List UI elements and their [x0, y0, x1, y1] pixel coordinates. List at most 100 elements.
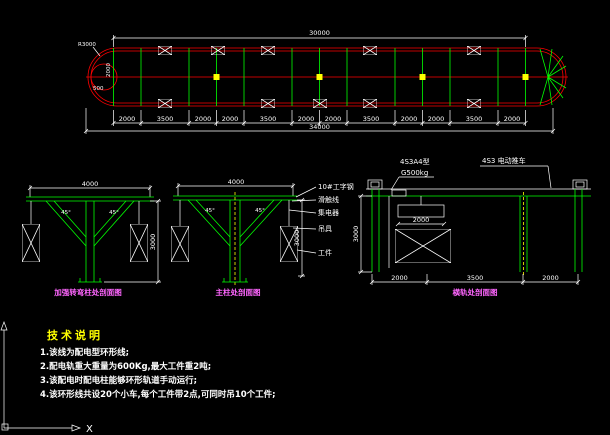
callout-label: 吊具: [318, 225, 332, 233]
section-turn-column: 4000 3000 45° 45° 加强转弯柱处剖面图: [22, 180, 161, 297]
column-cap: [367, 179, 383, 190]
segment-dim-label: 2000: [325, 115, 342, 123]
hoist-width-label: 2000: [413, 216, 430, 224]
dimension-extensions: [111, 110, 528, 126]
workpiece-box-icon: [130, 224, 148, 262]
brace-angle-label: 45°: [205, 208, 215, 214]
end-offset-label: 500: [93, 86, 104, 92]
hoist-body: [397, 204, 445, 218]
turn-fan-lines: [539, 48, 567, 106]
brace-angle-label: 45°: [61, 210, 71, 216]
segment-dim-label: 2000: [401, 115, 418, 123]
callout-label: 工件: [318, 248, 332, 257]
column-cap: [370, 181, 380, 188]
section-caption: 横轨处剖面图: [453, 287, 498, 297]
plan-view: R3000 2000 500 30000 2000 3500 2000 2000…: [78, 29, 568, 134]
height-dim-label: 3000: [352, 226, 360, 243]
span-dim-label: 2000: [391, 274, 408, 282]
turn-circle: [90, 63, 118, 91]
track-outline: [87, 47, 567, 107]
dimension-extensions: [358, 193, 372, 275]
dimension-extensions: [175, 183, 296, 196]
hangers: [179, 200, 290, 226]
radius-leader: [92, 46, 101, 57]
segment-dim-label: 3500: [466, 115, 483, 123]
width-dim-label: 4000: [82, 180, 99, 188]
main-column-marker: [522, 74, 529, 80]
x-axis-arrow-icon: [71, 424, 81, 432]
workpiece-box-icon: [22, 224, 40, 262]
segment-dim-label: 3500: [260, 115, 277, 123]
drive-label: 4S3 电动推车: [482, 156, 526, 165]
main-column-marker: [316, 74, 323, 80]
workpiece-box-icon: [261, 99, 275, 108]
column-middle: [519, 196, 528, 272]
dimension-extensions: [369, 274, 581, 285]
workpiece-box-icon: [261, 46, 275, 55]
callout-label: 滑触线: [318, 195, 339, 204]
drive-label-leader: [480, 165, 552, 189]
section-caption: 加强转弯柱处剖面图: [53, 287, 122, 297]
section-main-column: 4000 3000 45° 45° 10#工字钢 滑触线 集电器 吊具 工件 主…: [171, 178, 354, 297]
callout-label: 集电器: [318, 208, 339, 217]
segment-dim-label: 2000: [119, 115, 136, 123]
braces: [187, 199, 283, 247]
workpiece-box-icon: [158, 46, 172, 55]
column: [85, 201, 95, 282]
segment-dim-label: 2000: [428, 115, 445, 123]
dimension-extensions: [395, 221, 447, 227]
brace-angle-label: 45°: [109, 210, 119, 216]
height-dim-label: 3000: [149, 234, 157, 251]
workpiece-box-icon: [171, 226, 189, 262]
column-base: [222, 278, 248, 283]
note-item: 3.该配电时配电柱能够环形轨道手动运行;: [40, 375, 197, 386]
radius-label: R3000: [78, 42, 96, 48]
note-item: 1.该线为配电型环形线;: [40, 347, 129, 358]
column-right: [574, 189, 583, 272]
height-dim-label: 3000: [293, 230, 301, 247]
section-cross-rail: 4S3A4型 G500kg 4S3 电动推车 2000 3000 2000 35…: [352, 156, 591, 297]
workpiece-box-icon: [158, 99, 172, 108]
workpiece-box-icon: [363, 99, 377, 108]
ucs-origin-box: [1, 423, 9, 431]
workpiece-box-icon: [395, 229, 451, 263]
main-column-marker: [213, 74, 220, 80]
hoist-model-label: 4S3A4型: [400, 157, 430, 166]
column-cap: [572, 179, 588, 190]
main-column-marker: [419, 74, 426, 80]
workpiece-box-icon: [467, 99, 481, 108]
total-length-label: 34000: [309, 123, 330, 131]
note-item: 2.配电轨重大重量为600Kg,最大工件重2吨;: [40, 361, 211, 372]
segment-dim-label: 3500: [157, 115, 174, 123]
section-caption: 主柱处剖面图: [216, 287, 261, 297]
workpiece-box-icon: [211, 46, 225, 55]
dimension-extensions: [297, 197, 305, 279]
note-item: 4.该环形线共设20个小车,每个工件带2点,可同时吊10个工件;: [40, 389, 276, 400]
x-axis-label: X: [86, 424, 93, 435]
dimension-extensions: [83, 108, 556, 134]
track-outline-inner: [90, 50, 564, 104]
technical-notes: 技术说明 1.该线为配电型环形线; 2.配电轨重大重量为600Kg,最大工件重2…: [40, 328, 276, 400]
notes-heading: 技术说明: [47, 328, 103, 342]
column-cap: [575, 181, 585, 188]
segment-dim-label: 2000: [504, 115, 521, 123]
y-axis-arrow-icon: [0, 321, 8, 331]
width-dim-label: 4000: [228, 178, 245, 186]
dimension-extensions: [111, 35, 528, 47]
segment-dim-label: 3500: [363, 115, 380, 123]
workpiece-box-icon: [313, 99, 327, 108]
column-base: [78, 278, 102, 283]
callout-label: 10#工字钢: [318, 182, 354, 191]
hangers: [30, 201, 140, 224]
workpiece-box-icon: [467, 46, 481, 55]
dimension-extensions: [104, 198, 161, 285]
brace-angle-label: 45°: [255, 208, 265, 214]
dimension-extensions: [27, 185, 153, 197]
span-dim-label: 3500: [467, 274, 484, 282]
column-lines: [113, 48, 526, 106]
braces: [45, 200, 135, 247]
segment-dim-label: 2000: [298, 115, 315, 123]
overall-length-label: 30000: [309, 29, 330, 37]
trolley: [391, 189, 407, 197]
